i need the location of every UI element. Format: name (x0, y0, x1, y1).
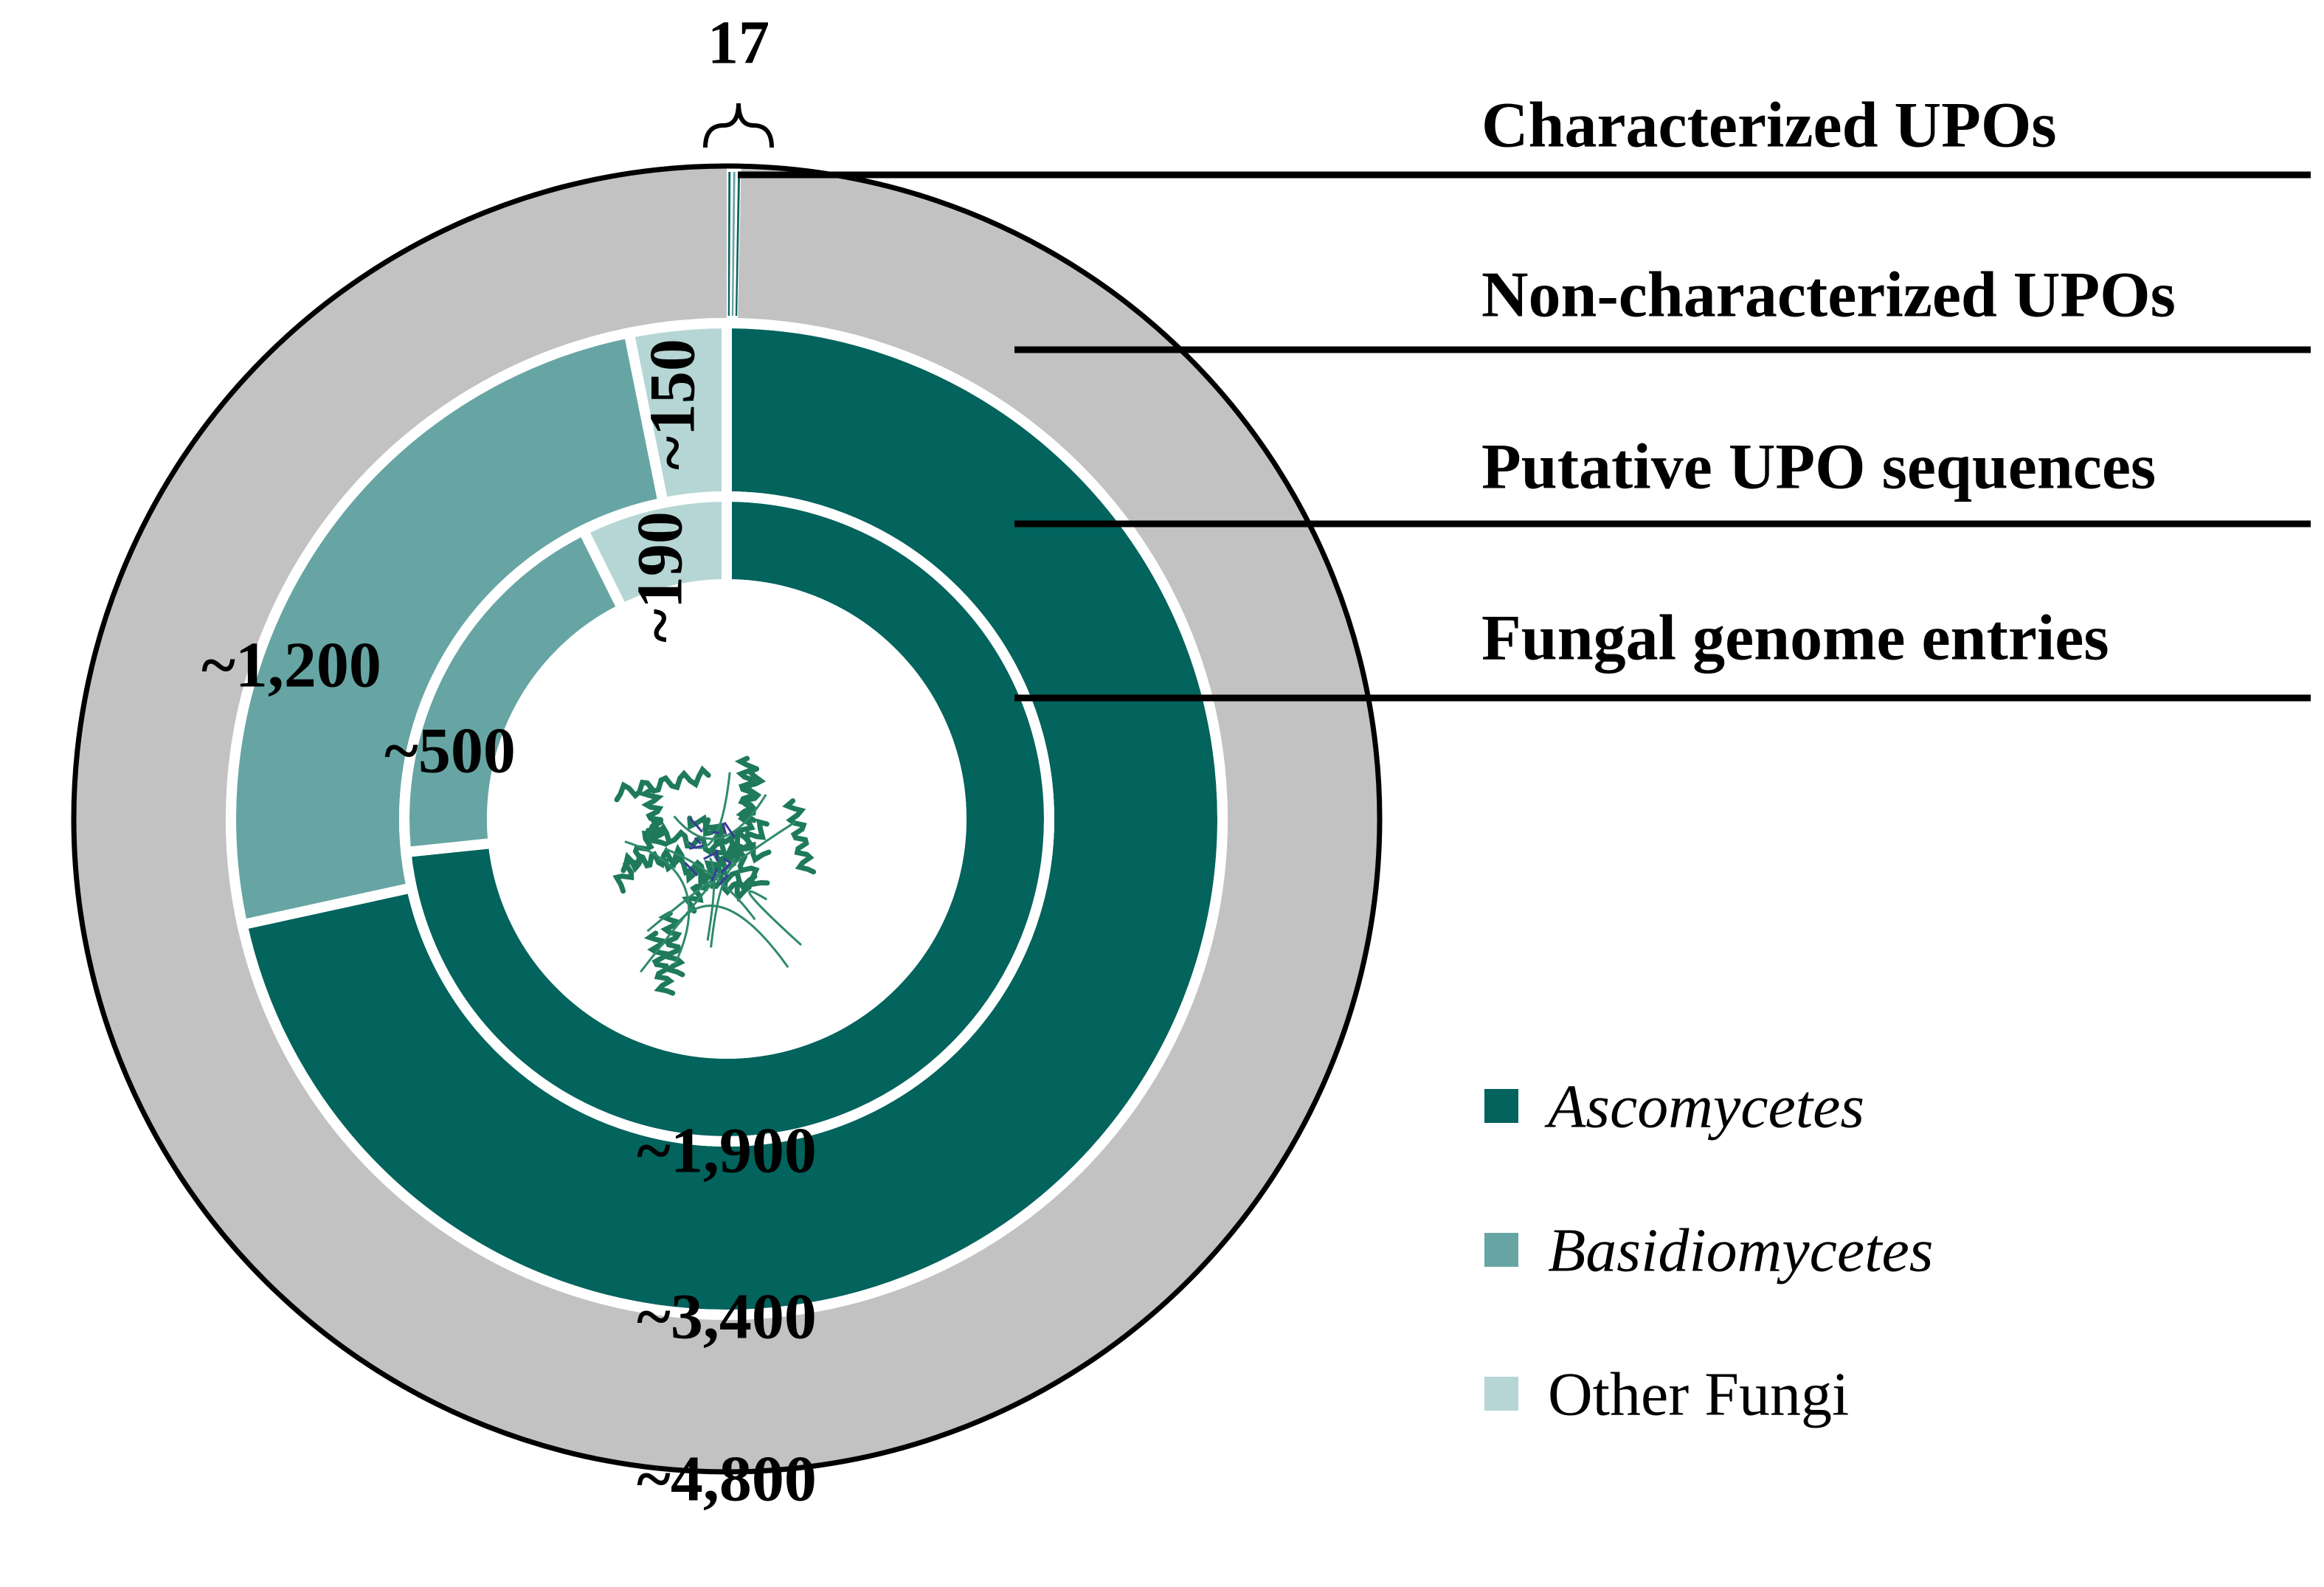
ring-name-non-characterized-upos: Non-characterized UPOs (1481, 260, 2176, 331)
ring-value-labels: ~4,800 ~3,400 ~1,200 ~150 ~1,900 ~500 ~190 (201, 339, 817, 1515)
protein-heme (684, 862, 699, 877)
protein-loop (624, 840, 691, 966)
protein-heme (688, 817, 703, 833)
label-non-characterized: ~4,800 (637, 1444, 817, 1515)
legend-swatch-other-fungi (1484, 1377, 1518, 1411)
ring-name-putative-upo-sequences: Putative UPO sequences (1481, 432, 2156, 503)
outer-outline (71, 163, 1383, 1475)
protein-heme (723, 857, 731, 865)
protein-helix (782, 798, 817, 875)
protein-heme (694, 837, 702, 845)
protein-loop (706, 857, 716, 941)
protein-helix (614, 765, 711, 803)
ring-name-characterized-upos: Characterized UPOs (1481, 90, 2057, 162)
protein-heme (720, 861, 733, 874)
label-genome-ascomycetes: ~1,900 (637, 1116, 817, 1187)
center-hole (487, 579, 966, 1059)
segment-characterized-stripe (735, 172, 741, 317)
protein-loop (710, 862, 737, 948)
legend-label-ascomycetes: Ascomycetes (1544, 1073, 1864, 1141)
protein-helix (706, 818, 770, 887)
characterized-count-label: 17 (708, 9, 770, 77)
protein-heme (715, 849, 719, 862)
label-genome-basidiomycetes: ~500 (384, 716, 516, 787)
protein-helix (682, 848, 727, 914)
protein-helix (612, 817, 664, 894)
ring-non-characterized (71, 163, 1383, 1475)
legend-label-basidiomycetes: Basidiomycetes (1548, 1217, 1934, 1285)
bracket (703, 103, 774, 148)
ring-fungal-genome-entries (399, 491, 1054, 1147)
protein-heme (722, 823, 727, 835)
label-putative-basidiomycetes: ~1,200 (201, 630, 381, 702)
protein-loop (748, 890, 802, 947)
ring-separator (399, 491, 1054, 1147)
legend-label-other-fungi: Other Fungi (1548, 1360, 1849, 1429)
protein-loop (673, 794, 767, 840)
protein-structure-icon (612, 756, 817, 996)
protein-heme (710, 868, 719, 882)
legend-swatch-ascomycetes (1484, 1089, 1518, 1123)
protein-loop (646, 820, 796, 933)
legend-swatch-basidiomycetes (1484, 1233, 1518, 1267)
protein-heme (723, 821, 736, 838)
protein-helix (733, 766, 767, 845)
protein-heme (719, 874, 729, 886)
segment-characterized-stripe (727, 172, 731, 317)
characterized-sliver: 17 (703, 9, 774, 317)
label-putative-ascomycetes: ~3,400 (637, 1282, 817, 1353)
ring-name-fungal-genome-entries: Fungal genome entries (1481, 603, 2109, 674)
label-genome-other-fungi: ~190 (625, 511, 696, 643)
protein-heme (688, 844, 704, 850)
label-putative-other-fungi: ~150 (637, 339, 709, 470)
ring-separator (226, 318, 1228, 1320)
segment-characterized-stripe (731, 172, 736, 317)
